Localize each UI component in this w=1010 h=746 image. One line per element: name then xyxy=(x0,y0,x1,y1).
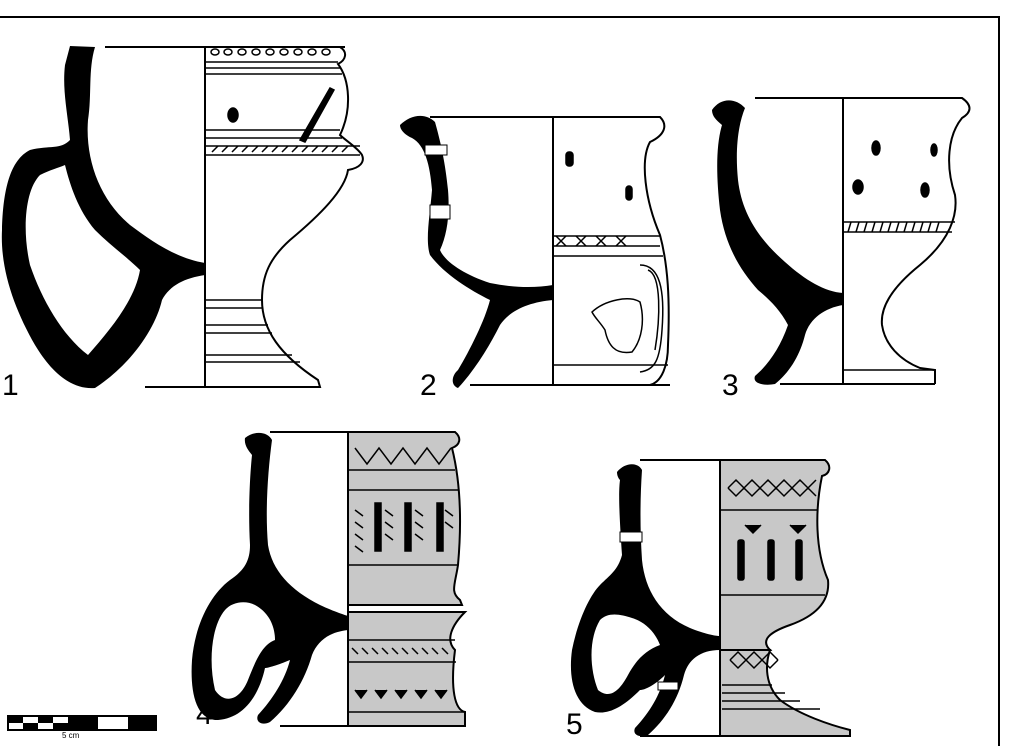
vessel-2-outline xyxy=(553,116,670,386)
vessel-1-section xyxy=(1,46,205,389)
vessel-2-section xyxy=(400,115,553,388)
vessel-2-decoration xyxy=(553,151,668,373)
scale-bar-label: 5 cm xyxy=(62,731,80,740)
vessel-5-decoration xyxy=(720,478,825,710)
vessel-3: 3 xyxy=(712,97,971,402)
vessel-1-number: 1 xyxy=(2,369,19,402)
plate-frame xyxy=(0,16,1000,746)
vessel-5-number: 5 xyxy=(566,708,583,740)
vessel-2-number: 2 xyxy=(420,369,437,402)
vessel-4-decoration xyxy=(348,446,465,713)
vessel-4: 4 xyxy=(191,431,468,731)
vessel-2: 2 xyxy=(400,115,670,402)
vessel-1: 1 xyxy=(1,46,364,402)
vessel-4-number: 4 xyxy=(196,698,213,731)
vessel-3-number: 3 xyxy=(722,369,739,402)
vessel-5: 5 xyxy=(566,459,851,740)
vessel-1-outline xyxy=(205,46,364,388)
vessel-1-decoration xyxy=(205,48,360,363)
vessel-4-section xyxy=(191,432,348,724)
vessel-5-section xyxy=(570,464,720,737)
vessel-3-outline xyxy=(843,97,971,384)
vessel-4-foot xyxy=(347,611,468,727)
vessel-3-section xyxy=(712,100,843,385)
vessel-3-decoration xyxy=(843,140,955,371)
scale-bar xyxy=(7,715,157,731)
vessel-5-foot xyxy=(719,649,851,737)
